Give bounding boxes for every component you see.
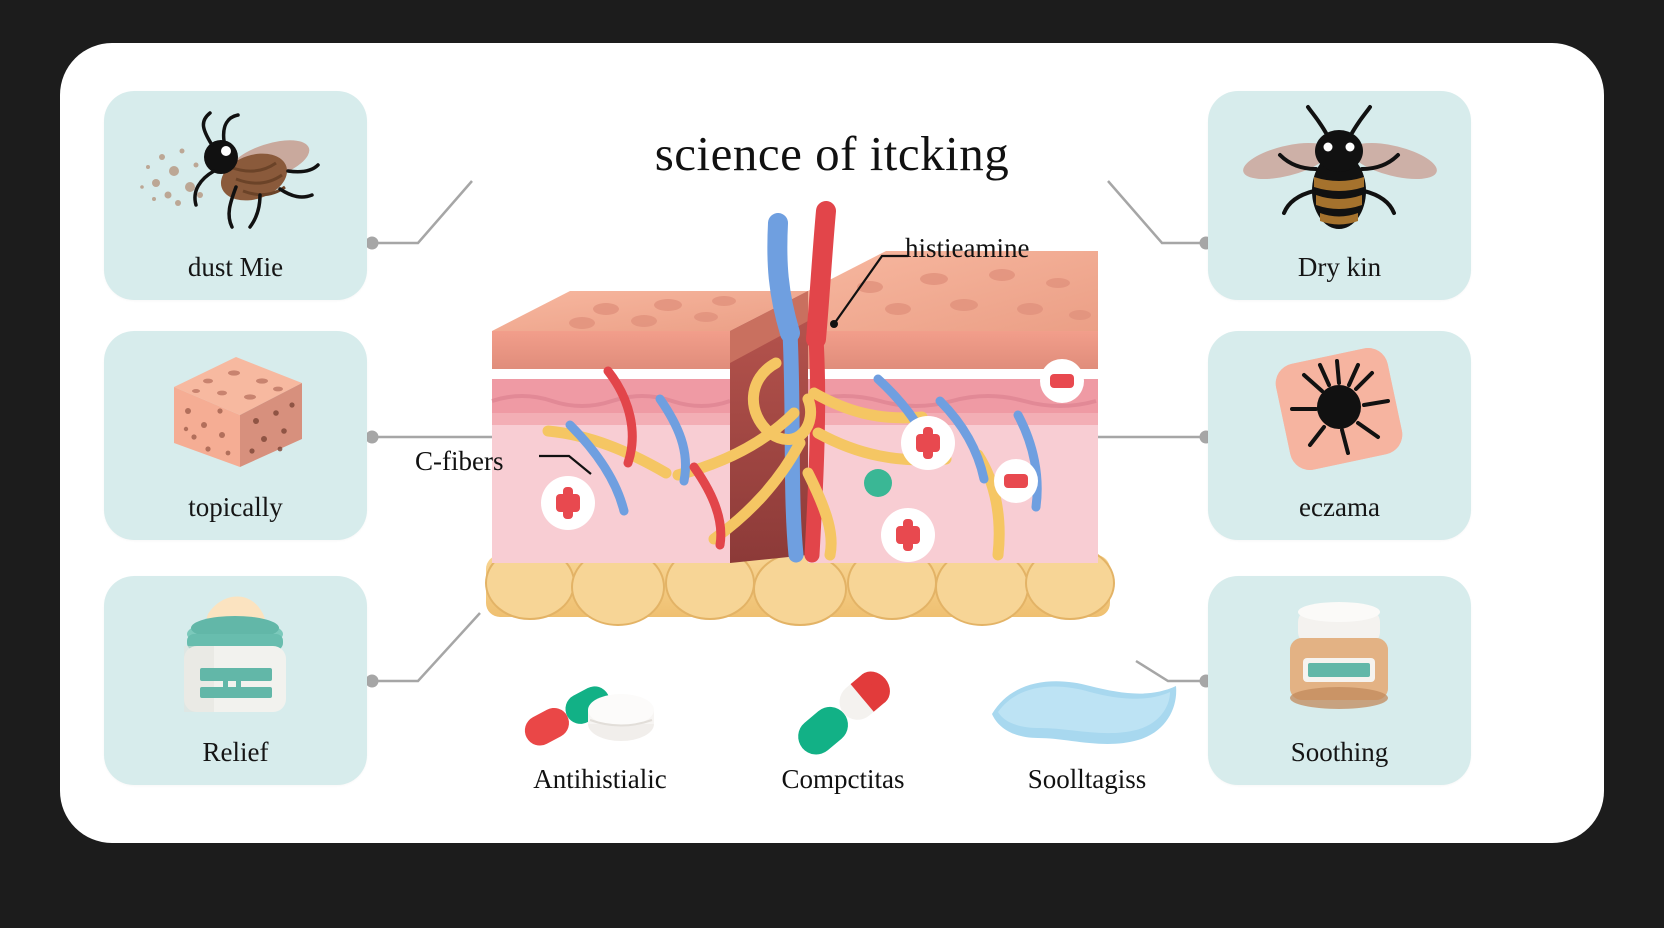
annotation-c-fibers: C-fibers — [415, 446, 504, 476]
poster-canvas: science of itcking — [60, 43, 1604, 843]
bottom-item-cooling-gel[interactable]: Soolltagiss — [972, 668, 1202, 795]
card-label: Relief — [202, 737, 269, 767]
card-label: dust Mie — [187, 252, 284, 282]
dust-mite-icon — [104, 99, 367, 239]
bee-icon — [1208, 99, 1471, 239]
mast-cell-icon — [864, 469, 892, 497]
card-label: Soothing — [1290, 737, 1389, 767]
marker-plus-2 — [901, 416, 955, 470]
bottom-item-compresses[interactable]: Compctitas — [728, 668, 958, 795]
bottom-item-label: Antihistialic — [533, 764, 667, 794]
marker-plus-3 — [881, 508, 935, 562]
cream-jar-icon — [104, 584, 367, 724]
annotation-histamine: histieamine — [905, 233, 1030, 263]
marker-plus-1 — [541, 476, 595, 530]
hypodermis-layer — [485, 546, 1115, 626]
pill-capsule-icon — [485, 668, 715, 758]
card-eczema[interactable]: eczama — [1208, 331, 1471, 540]
card-soothing[interactable]: Soothing — [1208, 576, 1471, 785]
marker-minus-1 — [1040, 359, 1084, 403]
card-dust-mite[interactable]: dust Mie — [104, 91, 367, 300]
card-label: eczama — [1299, 492, 1380, 522]
bottom-item-label: Soolltagiss — [1027, 764, 1147, 794]
bottom-item-antihistamine[interactable]: Antihistialic — [485, 668, 715, 795]
cooling-pad-icon — [972, 668, 1202, 758]
marker-minus-2 — [994, 459, 1038, 503]
page-title: science of itcking — [654, 126, 1010, 181]
irritated-skin-icon — [1208, 339, 1471, 479]
card-dry-skin[interactable]: Dry kin — [1208, 91, 1471, 300]
card-relief[interactable]: Relief — [104, 576, 367, 785]
card-topically[interactable]: topically — [104, 331, 367, 540]
skin-cube-icon — [104, 339, 367, 479]
bottom-item-label: Compctitas — [781, 764, 905, 794]
capsule-icon — [728, 668, 958, 758]
card-label: topically — [188, 492, 283, 522]
balm-jar-icon — [1208, 584, 1471, 724]
card-label: Dry kin — [1297, 252, 1382, 282]
capillaries — [565, 366, 1042, 550]
